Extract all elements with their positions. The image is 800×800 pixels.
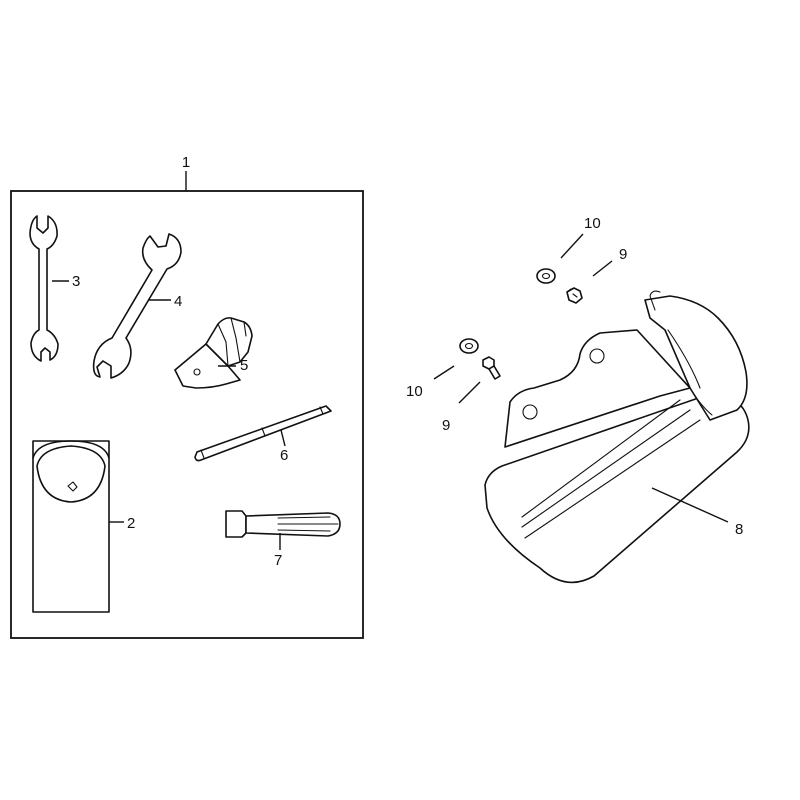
leader-8 <box>651 487 729 523</box>
callout-7: 7 <box>274 552 282 569</box>
cover-guard-icon <box>484 290 750 584</box>
washer-lower-icon <box>459 338 479 354</box>
bolt-lower-icon <box>482 356 501 380</box>
leader-10b <box>433 365 455 380</box>
screwdriver-bit-icon <box>194 405 332 462</box>
leader-6 <box>280 429 286 447</box>
callout-1: 1 <box>182 154 190 171</box>
washer-upper-icon <box>536 268 556 284</box>
plug-wrench-icon <box>174 317 253 389</box>
callout-9a: 9 <box>619 246 627 263</box>
callout-9b: 9 <box>442 417 450 434</box>
leader-9a <box>592 260 613 277</box>
leader-9b <box>458 381 481 404</box>
large-wrench-icon <box>92 233 182 379</box>
callout-3: 3 <box>72 273 80 290</box>
tool-kit-group: 1 <box>10 154 364 639</box>
callout-10b: 10 <box>406 383 423 400</box>
callout-10a: 10 <box>584 215 601 232</box>
screwdriver-handle-icon <box>225 510 341 538</box>
callout-5: 5 <box>240 357 248 374</box>
callout-4: 4 <box>174 293 182 310</box>
bolt-upper-icon <box>566 287 583 304</box>
kit-frame <box>10 190 364 639</box>
callout-2: 2 <box>127 515 135 532</box>
callout-8: 8 <box>735 521 743 538</box>
tool-pouch-icon <box>32 440 110 613</box>
leader-10a <box>560 233 584 259</box>
callout-6: 6 <box>280 447 288 464</box>
small-wrench-icon <box>29 215 59 362</box>
